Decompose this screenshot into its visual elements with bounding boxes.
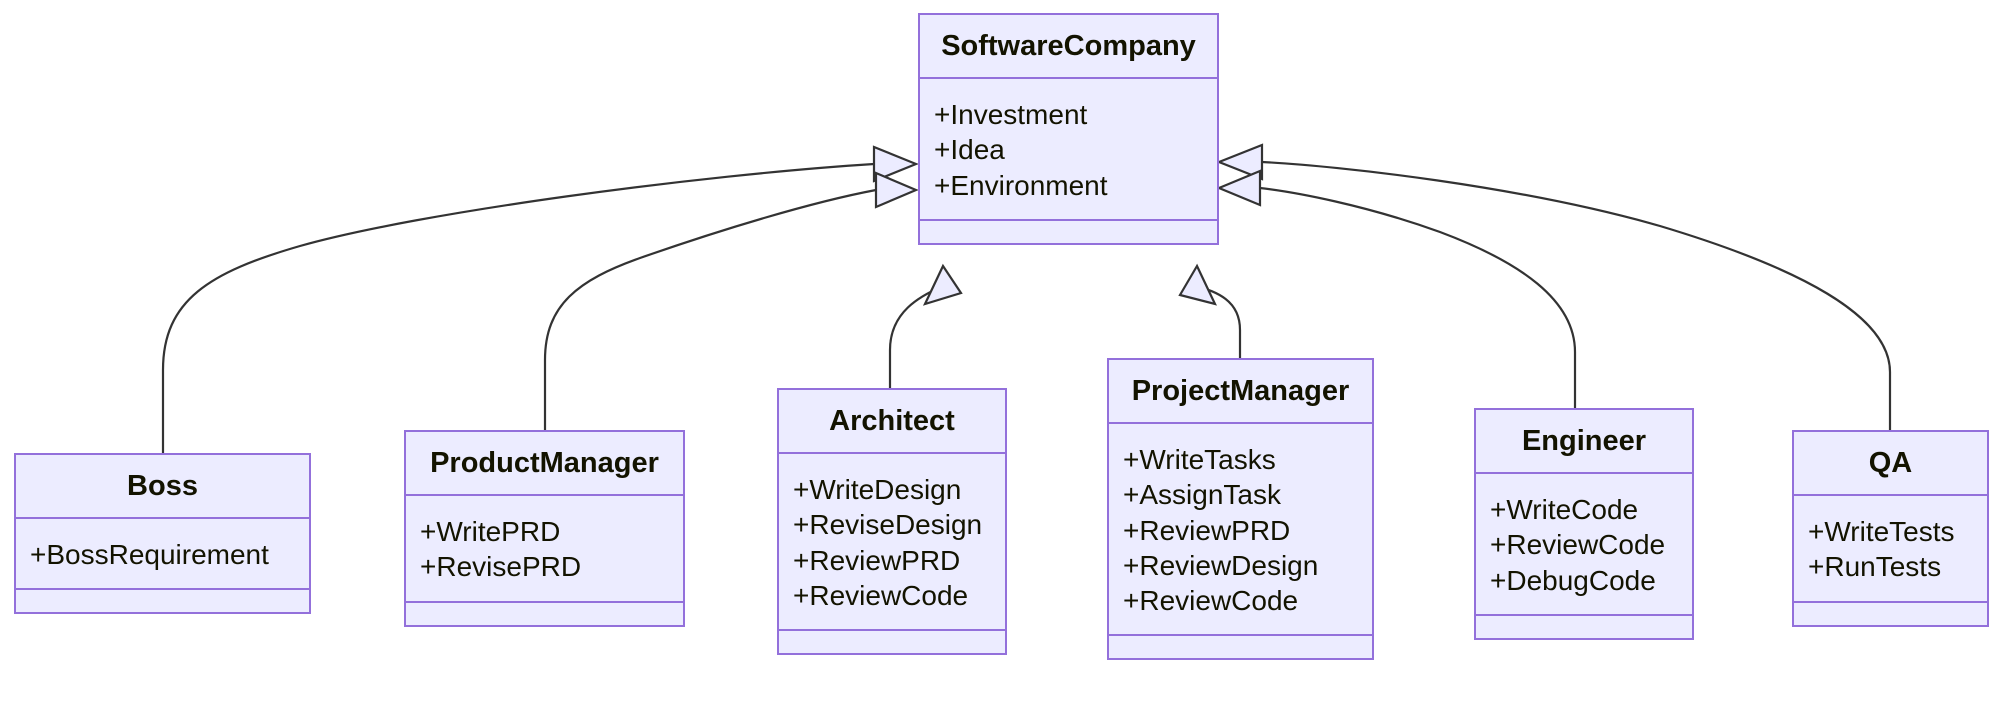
inheritance-arrowhead-boss	[872, 145, 919, 183]
class-attributes-qa: +WriteTests +RunTests	[1794, 496, 1987, 603]
attribute-row: +ReviseDesign	[793, 509, 983, 541]
attribute-row: +WriteTasks	[1123, 444, 1276, 475]
class-node-engineer[interactable]: Engineer +WriteCode +ReviewCode +DebugCo…	[1474, 408, 1694, 640]
class-title-engineer: Engineer	[1476, 410, 1692, 474]
class-title-boss: Boss	[16, 455, 309, 519]
attribute-row: +DebugCode	[1490, 564, 1656, 596]
edge-boss-to-softwarecompany	[161, 162, 875, 453]
class-attributes-projectmanager: +WriteTasks +AssignTask +ReviewPRD +Revi…	[1109, 424, 1372, 637]
class-methods-qa	[1794, 603, 1987, 625]
attribute-row: +ReviewCode	[793, 579, 969, 611]
attribute-row: +AssignTask	[1123, 479, 1281, 511]
attribute-row: +Investment	[934, 99, 1088, 130]
class-methods-productmanager	[406, 603, 683, 625]
inheritance-arrowhead-architect	[922, 263, 963, 306]
attribute-row: +RunTests	[1808, 551, 1942, 583]
class-title-projectmanager: ProjectManager	[1109, 360, 1372, 424]
attribute-row: +ReviewCode	[1490, 529, 1666, 561]
class-node-boss[interactable]: Boss +BossRequirement	[14, 453, 311, 615]
class-node-architect[interactable]: Architect +WriteDesign +ReviseDesign +Re…	[777, 388, 1007, 656]
class-node-qa[interactable]: QA +WriteTests +RunTests	[1792, 430, 1989, 627]
attribute-row: +Environment	[934, 169, 1108, 201]
attribute-row: +ReviewCode	[1123, 585, 1299, 617]
edge-engineer-to-softwarecompany	[1259, 186, 1577, 408]
inheritance-arrowhead-qa	[1216, 143, 1264, 181]
attribute-row: +WriteTests	[1808, 516, 1955, 547]
attribute-row: +ReviewPRD	[793, 544, 961, 576]
attribute-row: +WriteDesign	[793, 474, 962, 505]
class-attributes-boss: +BossRequirement	[16, 519, 309, 591]
attribute-row: +ReviewPRD	[1123, 514, 1291, 546]
inheritance-arrowhead-projectmanager	[1178, 263, 1217, 306]
inheritance-arrowhead-productmanager	[874, 171, 919, 209]
inheritance-arrowhead-engineer	[1216, 169, 1262, 207]
class-methods-engineer	[1476, 616, 1692, 638]
attribute-row: +WritePRD	[420, 516, 561, 547]
class-node-projectmanager[interactable]: ProjectManager +WriteTasks +AssignTask +…	[1107, 358, 1374, 661]
class-attributes-productmanager: +WritePRD +RevisePRD	[406, 496, 683, 603]
class-attributes-architect: +WriteDesign +ReviseDesign +ReviewPRD +R…	[779, 454, 1005, 632]
edge-productmanager-to-softwarecompany	[543, 188, 877, 430]
class-attributes-softwarecompany: +Investment +Idea +Environment	[920, 79, 1217, 221]
class-methods-softwarecompany	[920, 221, 1217, 243]
class-node-productmanager[interactable]: ProductManager +WritePRD +RevisePRD	[404, 430, 685, 627]
class-title-softwarecompany: SoftwareCompany	[920, 15, 1217, 79]
attribute-row: +Idea	[934, 134, 1005, 166]
attribute-row: +RevisePRD	[420, 551, 582, 583]
class-title-productmanager: ProductManager	[406, 432, 683, 496]
class-methods-boss	[16, 590, 309, 612]
attribute-row: +ReviewDesign	[1123, 549, 1319, 581]
class-node-softwarecompany[interactable]: SoftwareCompany +Investment +Idea +Envir…	[918, 13, 1219, 245]
class-attributes-engineer: +WriteCode +ReviewCode +DebugCode	[1476, 474, 1692, 616]
class-methods-projectmanager	[1109, 636, 1372, 658]
class-title-qa: QA	[1794, 432, 1987, 496]
attribute-row: +WriteCode	[1490, 494, 1639, 525]
class-methods-architect	[779, 631, 1005, 653]
edge-qa-to-softwarecompany	[1261, 160, 1892, 430]
attribute-row: +BossRequirement	[30, 539, 269, 570]
class-title-architect: Architect	[779, 390, 1005, 454]
